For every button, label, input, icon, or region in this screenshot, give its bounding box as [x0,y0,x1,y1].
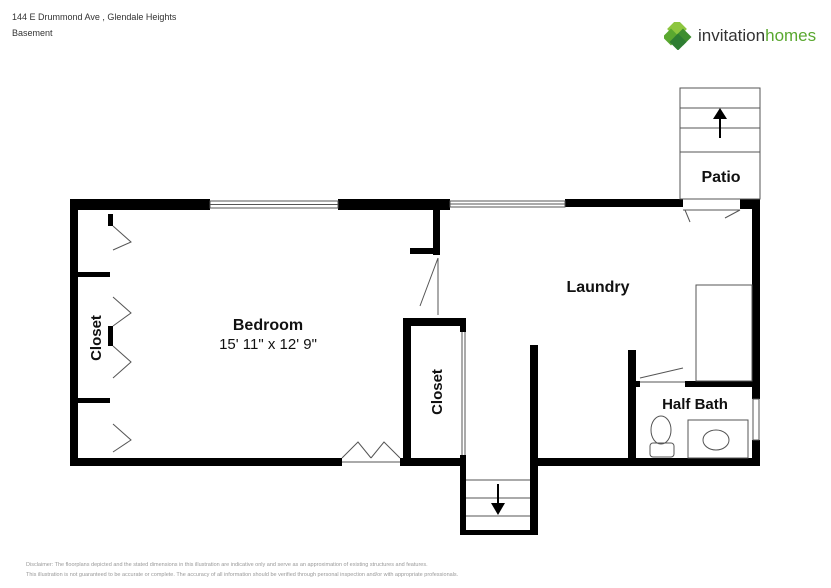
bedroom-dimensions: 15' 11" x 12' 9" [219,336,317,353]
arrows [491,108,727,515]
stair-up-arrow-icon [713,108,727,119]
disclaimer-line-1: Disclaimer: The floorplans depicted and … [26,562,428,568]
fixtures [112,87,761,517]
bedroom-label: Bedroom [233,317,303,334]
disclaimer-line-2: This illustration is not guaranteed to b… [26,572,459,578]
patio-label: Patio [701,169,740,186]
logo-icon [664,22,692,50]
closet-label: Closet [429,369,446,415]
logo-text-invitation: invitation [698,26,766,45]
walls [70,199,760,535]
logo-text-homes: homes [765,26,817,45]
invitation-homes-logo: invitationhomes [664,22,816,50]
bedroom-closet-label: Closet [88,315,105,361]
address: 144 E Drummond Ave , Glendale Heights [12,12,177,22]
stair-down-arrow-icon [491,503,505,515]
floor-level: Basement [12,28,53,38]
laundry-label: Laundry [566,279,629,296]
half-bath-label: Half Bath [662,396,728,413]
